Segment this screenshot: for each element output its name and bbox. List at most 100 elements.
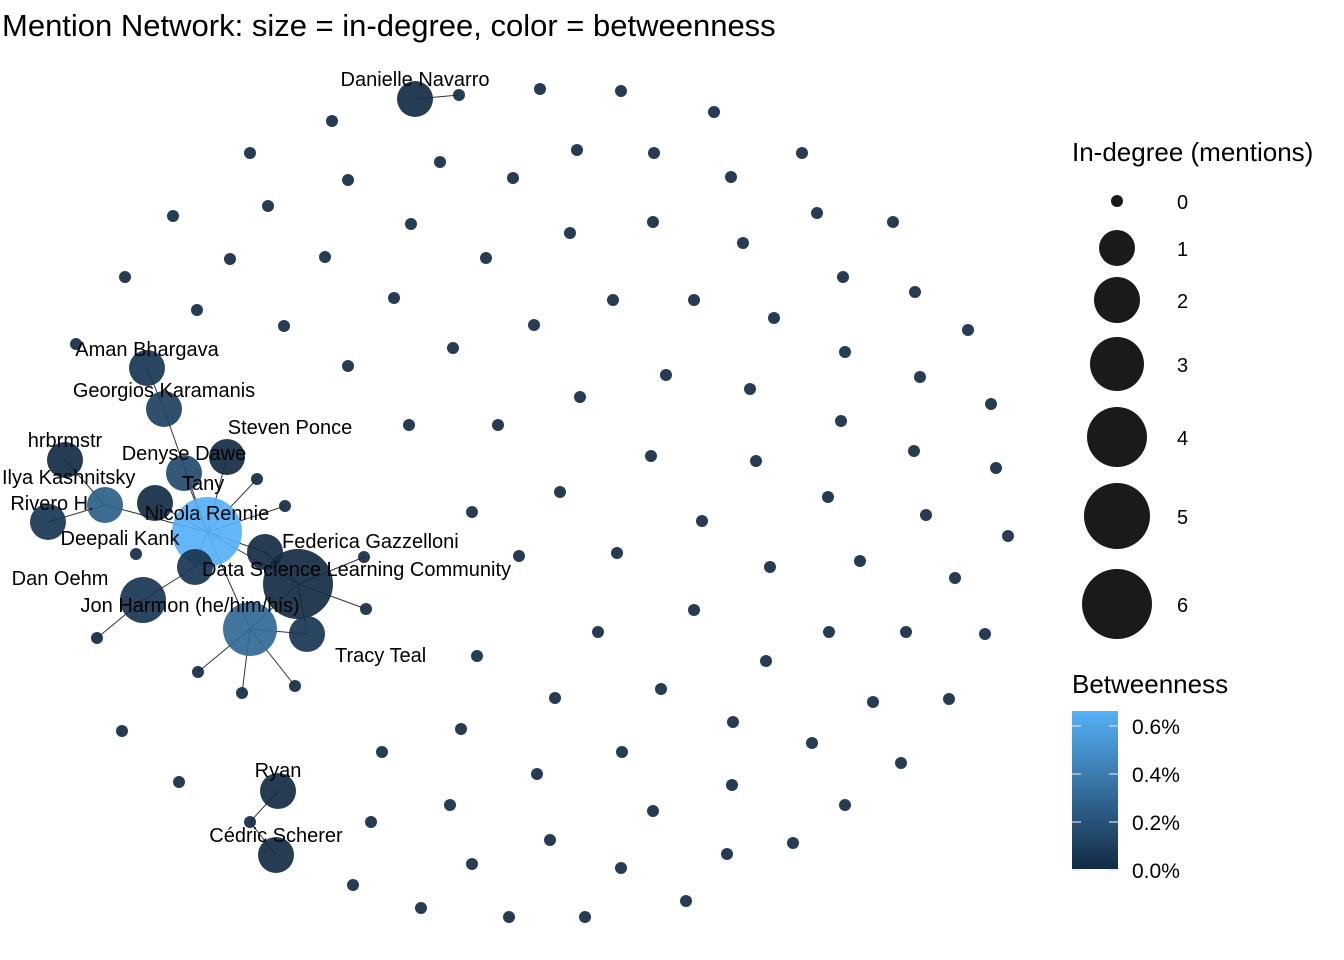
- node[interactable]: [191, 304, 203, 316]
- node[interactable]: [549, 692, 561, 704]
- node[interactable]: [455, 723, 467, 735]
- node[interactable]: [768, 312, 780, 324]
- node[interactable]: [564, 227, 576, 239]
- node[interactable]: [347, 879, 359, 891]
- node[interactable]: [503, 911, 515, 923]
- node[interactable]: [574, 391, 586, 403]
- node[interactable]: [507, 172, 519, 184]
- node[interactable]: [388, 292, 400, 304]
- node-dan-oehm[interactable]: [120, 577, 166, 623]
- node[interactable]: [895, 757, 907, 769]
- node[interactable]: [447, 342, 459, 354]
- node[interactable]: [326, 115, 338, 127]
- node[interactable]: [839, 346, 851, 358]
- node[interactable]: [167, 210, 179, 222]
- node[interactable]: [289, 680, 301, 692]
- node[interactable]: [528, 319, 540, 331]
- node[interactable]: [796, 147, 808, 159]
- node[interactable]: [887, 216, 899, 228]
- node[interactable]: [376, 746, 388, 758]
- node[interactable]: [119, 271, 131, 283]
- node[interactable]: [492, 419, 504, 431]
- node[interactable]: [244, 816, 256, 828]
- node[interactable]: [725, 171, 737, 183]
- node[interactable]: [342, 174, 354, 186]
- node[interactable]: [616, 746, 628, 758]
- node[interactable]: [708, 106, 720, 118]
- node[interactable]: [554, 486, 566, 498]
- node-ilya-kashnitsky[interactable]: [87, 487, 123, 523]
- node[interactable]: [811, 207, 823, 219]
- node[interactable]: [822, 491, 834, 503]
- node[interactable]: [466, 858, 478, 870]
- node[interactable]: [405, 218, 417, 230]
- node[interactable]: [278, 320, 290, 332]
- node[interactable]: [236, 687, 248, 699]
- node[interactable]: [579, 911, 591, 923]
- node[interactable]: [949, 572, 961, 584]
- node[interactable]: [466, 506, 478, 518]
- node-aman-bhargava[interactable]: [129, 350, 165, 386]
- node-denyse-dawe[interactable]: [166, 455, 202, 491]
- node[interactable]: [531, 768, 543, 780]
- node[interactable]: [224, 253, 236, 265]
- node[interactable]: [615, 862, 627, 874]
- node[interactable]: [607, 294, 619, 306]
- node[interactable]: [173, 776, 185, 788]
- node[interactable]: [837, 271, 849, 283]
- node[interactable]: [130, 548, 142, 560]
- node[interactable]: [990, 462, 1002, 474]
- node-georgios-karamanis[interactable]: [146, 391, 182, 427]
- node[interactable]: [319, 251, 331, 263]
- node[interactable]: [365, 816, 377, 828]
- node[interactable]: [787, 837, 799, 849]
- node[interactable]: [615, 85, 627, 97]
- node[interactable]: [592, 626, 604, 638]
- node[interactable]: [571, 144, 583, 156]
- node[interactable]: [647, 805, 659, 817]
- node[interactable]: [764, 561, 776, 573]
- node[interactable]: [360, 603, 372, 615]
- node[interactable]: [909, 286, 921, 298]
- node[interactable]: [688, 604, 700, 616]
- node[interactable]: [920, 509, 932, 521]
- node[interactable]: [867, 696, 879, 708]
- node[interactable]: [444, 799, 456, 811]
- node[interactable]: [534, 83, 546, 95]
- node[interactable]: [823, 626, 835, 638]
- node-jon-harmon-he-him-his-[interactable]: [223, 602, 277, 656]
- node-hrbrmstr[interactable]: [47, 442, 83, 478]
- node[interactable]: [985, 398, 997, 410]
- node[interactable]: [70, 338, 82, 350]
- node[interactable]: [943, 693, 955, 705]
- node-ryan[interactable]: [260, 773, 296, 809]
- node[interactable]: [806, 737, 818, 749]
- node[interactable]: [835, 415, 847, 427]
- node[interactable]: [192, 666, 204, 678]
- node[interactable]: [760, 655, 772, 667]
- node-c-dric-scherer[interactable]: [258, 837, 294, 873]
- node[interactable]: [358, 551, 370, 563]
- node[interactable]: [544, 834, 556, 846]
- node[interactable]: [688, 294, 700, 306]
- node[interactable]: [900, 626, 912, 638]
- node[interactable]: [721, 848, 733, 860]
- node[interactable]: [727, 716, 739, 728]
- node[interactable]: [696, 515, 708, 527]
- node[interactable]: [647, 216, 659, 228]
- node[interactable]: [403, 419, 415, 431]
- node[interactable]: [262, 200, 274, 212]
- node[interactable]: [839, 799, 851, 811]
- node[interactable]: [434, 156, 446, 168]
- node[interactable]: [244, 147, 256, 159]
- node[interactable]: [979, 628, 991, 640]
- node[interactable]: [750, 455, 762, 467]
- node[interactable]: [660, 369, 672, 381]
- node[interactable]: [680, 895, 692, 907]
- node[interactable]: [854, 555, 866, 567]
- node[interactable]: [116, 725, 128, 737]
- node-rivero-h-[interactable]: [30, 504, 66, 540]
- node-danielle-navarro[interactable]: [397, 81, 433, 117]
- node[interactable]: [645, 450, 657, 462]
- node[interactable]: [962, 324, 974, 336]
